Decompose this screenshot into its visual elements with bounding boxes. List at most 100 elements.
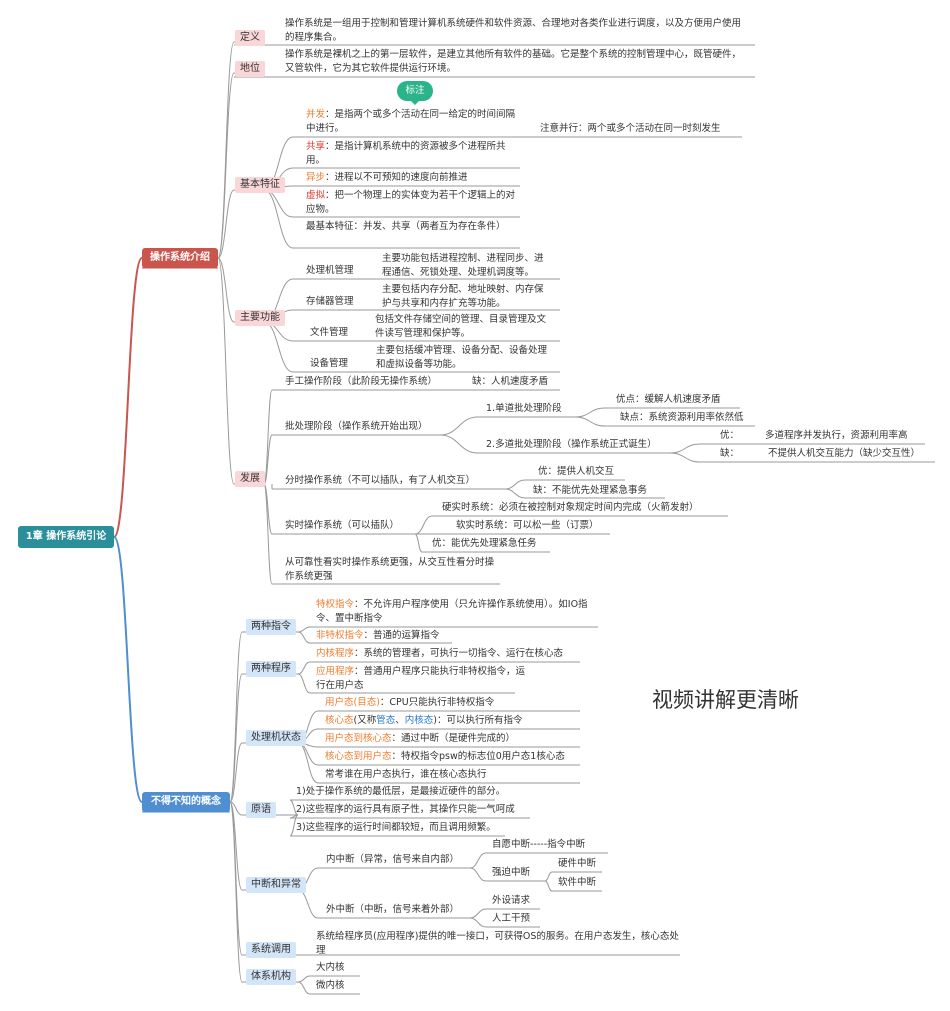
connector-129 — [297, 981, 311, 995]
dev-batch-single: 1.单道批处理阶段 — [486, 403, 562, 414]
function-file-name: 文件管理 — [310, 327, 349, 338]
connector-76 — [229, 742, 243, 803]
note-callout-tail — [409, 99, 421, 105]
cpu-state-tag[interactable]: 处理机状态 — [246, 730, 306, 746]
app-program-term: 应用程序 — [316, 666, 355, 677]
intro-section-node[interactable]: 操作系统介绍 — [142, 248, 218, 268]
connector-23 — [263, 189, 294, 218]
async-term: 异步 — [306, 172, 326, 183]
sharing-term: 共享 — [306, 141, 326, 152]
concepts-section-node[interactable]: 不得不知的概念 — [142, 792, 230, 812]
kernel-to-user: 核心态到用户态：特权指令psw的标志位0用户态1核心态 — [325, 750, 565, 764]
connector-124 — [469, 917, 487, 928]
functions-tag[interactable]: 主要功能 — [235, 310, 285, 326]
watermark-text: 视频讲解更清晰 — [652, 688, 799, 712]
dev-single-con: 缺点：系统资源利用率依然低 — [620, 412, 744, 423]
user-mode: 用户态(目态)：CPU只能执行非特权指令 — [325, 696, 494, 710]
virtual-text: ：把一个物理上的实体变为若干个逻辑上的对应物。 — [306, 190, 516, 215]
connector-92 — [297, 673, 311, 694]
connector-78 — [229, 801, 243, 816]
dev-multi-pro: 多道程序并发执行，资源利用率高 — [765, 430, 908, 441]
dev-realtime: 实时操作系统（可以插队） — [285, 520, 400, 531]
dev-timeshare: 分时操作系统（不可以插队，有了人机交互） — [285, 475, 476, 486]
concurrency-text: ：是指两个或多个活动在同一给定的时间间隔中进行。 — [306, 109, 516, 134]
dev-realtime-pro: 优：能优先处理紧急任务 — [432, 538, 537, 549]
kernel-mode-mid: (又称 — [353, 715, 377, 726]
connector-116 — [469, 867, 487, 882]
nonprivileged-text: ：普通的运算指令 — [363, 630, 440, 641]
primitive-tag[interactable]: 原语 — [246, 802, 276, 818]
interrupt-tag[interactable]: 中断和异常 — [246, 877, 306, 893]
feature-async: 异步：进程以不可预知的速度向前推进 — [306, 171, 468, 185]
arch-tag[interactable]: 体系机构 — [246, 969, 296, 985]
connector-120 — [544, 880, 553, 892]
voluntary-interrupt: 自愿中断-----指令中断 — [492, 839, 586, 850]
connector-118 — [544, 871, 553, 882]
connector-127 — [297, 975, 311, 983]
primitive-item-1: 1)处于操作系统的最低层，是最接近硬件的部分。 — [296, 786, 506, 797]
kernel-mode-term: 核心态 — [325, 715, 354, 726]
cpu-state-tip: 常考谁在用户态执行，谁在核心态执行 — [325, 769, 487, 780]
connector-1 — [113, 536, 143, 803]
connector-60 — [669, 452, 701, 463]
primitive-item-3: 3)这些程序的运行时间都较短，而且调用频繁。 — [296, 822, 496, 833]
app-program: 应用程序：普通用户程序只能执行非特权指令，运行在用户态 — [316, 665, 526, 693]
privileged-instruction: 特权指令：不允许用户程序使用（只允许操作系统使用）。如IO指令、置中断指令 — [316, 598, 591, 626]
privileged-term: 特权指令 — [316, 599, 355, 610]
root-topic[interactable]: 1章 操作系统引论 — [18, 526, 114, 548]
function-cpu-name: 处理机管理 — [306, 265, 354, 276]
connector-64 — [504, 488, 526, 499]
position-tag[interactable]: 地位 — [235, 61, 265, 77]
connector-70 — [414, 533, 423, 553]
connector-112 — [297, 889, 319, 919]
development-tag[interactable]: 发展 — [235, 471, 265, 487]
kernel-alias-1: 管态 — [376, 715, 396, 726]
app-program-text: ：普通用户程序只能执行非特权指令，运行在用户态 — [316, 666, 526, 691]
manual-intervention: 人工干预 — [492, 913, 531, 924]
user-to-kernel-text: ：通过中断（是硬件完成的） — [391, 733, 516, 744]
arch-macro-kernel: 大内核 — [316, 962, 345, 973]
function-memory-text: 主要包括内存分配、地址映射、内存保护与共享和内存扩充等功能。 — [382, 284, 544, 309]
user-to-kernel-term: 用户态到核心态 — [325, 733, 392, 744]
async-text: ：进程以不可预知的速度向前推进 — [325, 172, 468, 183]
definition-tag[interactable]: 定义 — [235, 30, 265, 46]
connector-74 — [229, 673, 243, 803]
dev-multi-con: 不提供人机交互能力（缺少交互性） — [768, 448, 921, 459]
forced-interrupt: 强迫中断 — [492, 867, 531, 878]
function-cpu-text: 主要功能包括进程控制、进程同步、进程通信、死锁处理、处理机调度等。 — [382, 253, 544, 278]
user-mode-term: 用户态(目态) — [325, 697, 380, 708]
note-callout[interactable]: 标注 — [397, 81, 433, 101]
feature-basic: 最基本特征：并发、共享（两者互为存在条件） — [306, 221, 506, 232]
position-text: 操作系统是裸机之上的第一层软件，是建立其他所有软件的基础。它是整个系统的控制管理… — [285, 49, 742, 74]
function-memory-name: 存储器管理 — [306, 296, 354, 307]
external-interrupt: 外中断（中断，信号来着外部） — [326, 904, 460, 915]
connector-50 — [439, 416, 479, 436]
connector-10 — [217, 257, 235, 323]
software-interrupt: 软件中断 — [558, 877, 597, 888]
user-to-kernel: 用户态到核心态：通过中断（是硬件完成的） — [325, 732, 515, 746]
connector-90 — [297, 661, 311, 675]
dev-timeshare-pro: 优：提供人机交互 — [538, 466, 615, 477]
nonprivileged-instruction: 非特权指令：普通的运算指令 — [316, 629, 440, 643]
dev-realtime-hard: 硬实时系统：必须在被控制对象规定时间内完成（火箭发射） — [442, 502, 699, 513]
kernel-mode-text: )：可以执行所有指令 — [433, 715, 523, 726]
features-tag[interactable]: 基本特征 — [235, 177, 285, 193]
connector-6 — [217, 72, 235, 259]
connector-58 — [669, 443, 701, 454]
kernel-program: 内核程序：系统的管理者，可执行一切指令、运行在核心态 — [316, 647, 563, 661]
connector-80 — [229, 801, 243, 891]
feature-sharing: 共享：是指计算机系统中的资源被多个进程所共用。 — [306, 140, 518, 168]
connector-108 — [289, 814, 299, 837]
dev-batch: 批处理阶段（操作系统开始出现） — [285, 421, 428, 432]
connector-12 — [217, 257, 235, 485]
programs-tag[interactable]: 两种程序 — [246, 661, 296, 677]
sharing-text: ：是指计算机系统中的资源被多个进程所共用。 — [306, 141, 506, 166]
dev-single-pro: 优点：缓解人机速度矛盾 — [616, 394, 721, 405]
instructions-tag[interactable]: 两种指令 — [246, 619, 296, 635]
device-request: 外设请求 — [492, 895, 531, 906]
syscall-tag[interactable]: 系统调用 — [246, 942, 296, 958]
function-device-text: 主要包括缓冲管理、设备分配、设备处理和虚拟设备等功能。 — [376, 345, 548, 370]
arch-micro-kernel: 微内核 — [316, 980, 345, 991]
parallel-note: 注意并行：两个或多个活动在同一时刻发生 — [540, 123, 721, 134]
